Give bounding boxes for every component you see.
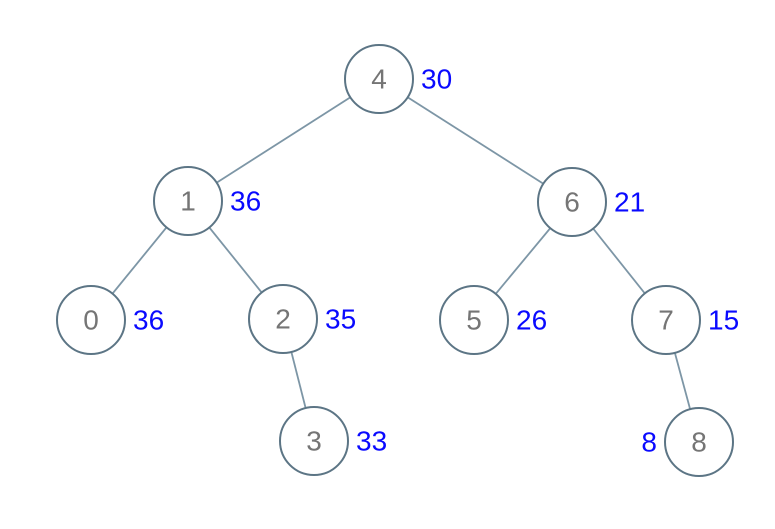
tree-node-circle-7 (631, 285, 701, 355)
tree-node-2: 2 (248, 284, 318, 354)
tree-node-circle-1 (153, 166, 223, 236)
tree-node-side-label-6: 21 (614, 187, 645, 218)
tree-node-side-label-0: 36 (133, 305, 164, 336)
tree-node-4: 4 (344, 44, 414, 114)
tree-node-circle-4 (344, 44, 414, 114)
tree-edges-layer (90, 78, 700, 443)
tree-edge-4-6 (378, 78, 573, 203)
tree-node-0: 0 (56, 285, 126, 355)
tree-node-side-label-4: 30 (421, 64, 452, 95)
tree-node-value-4: 4 (371, 64, 387, 95)
tree-node-side-label-7: 15 (708, 305, 739, 336)
tree-node-value-3: 3 (306, 426, 322, 457)
tree-node-7: 7 (631, 285, 701, 355)
tree-node-circle-2 (248, 284, 318, 354)
tree-node-value-7: 7 (658, 305, 674, 336)
tree-node-side-label-5: 26 (516, 305, 547, 336)
tree-node-circle-0 (56, 285, 126, 355)
tree-node-circle-3 (279, 406, 349, 476)
tree-node-value-1: 1 (180, 186, 196, 217)
tree-node-circle-5 (439, 285, 509, 355)
tree-node-side-label-8: 8 (641, 427, 657, 458)
tree-node-value-8: 8 (691, 427, 707, 458)
tree-node-value-5: 5 (466, 305, 482, 336)
tree-node-side-label-3: 33 (356, 426, 387, 457)
tree-node-8: 8 (664, 407, 734, 477)
tree-node-value-2: 2 (275, 304, 291, 335)
tree-node-circle-8 (664, 407, 734, 477)
tree-node-5: 5 (439, 285, 509, 355)
tree-node-1: 1 (153, 166, 223, 236)
tree-node-value-0: 0 (83, 305, 99, 336)
tree-node-circle-6 (537, 167, 607, 237)
tree-node-value-6: 6 (564, 187, 580, 218)
tree-node-side-label-2: 35 (325, 304, 356, 335)
tree-edge-4-1 (187, 78, 380, 202)
tree-node-3: 3 (279, 406, 349, 476)
tree-node-side-label-1: 36 (230, 186, 261, 217)
tree-node-6: 6 (537, 167, 607, 237)
tree-nodes-layer: 4 1 6 0 2 5 7 3 8 (56, 44, 734, 477)
